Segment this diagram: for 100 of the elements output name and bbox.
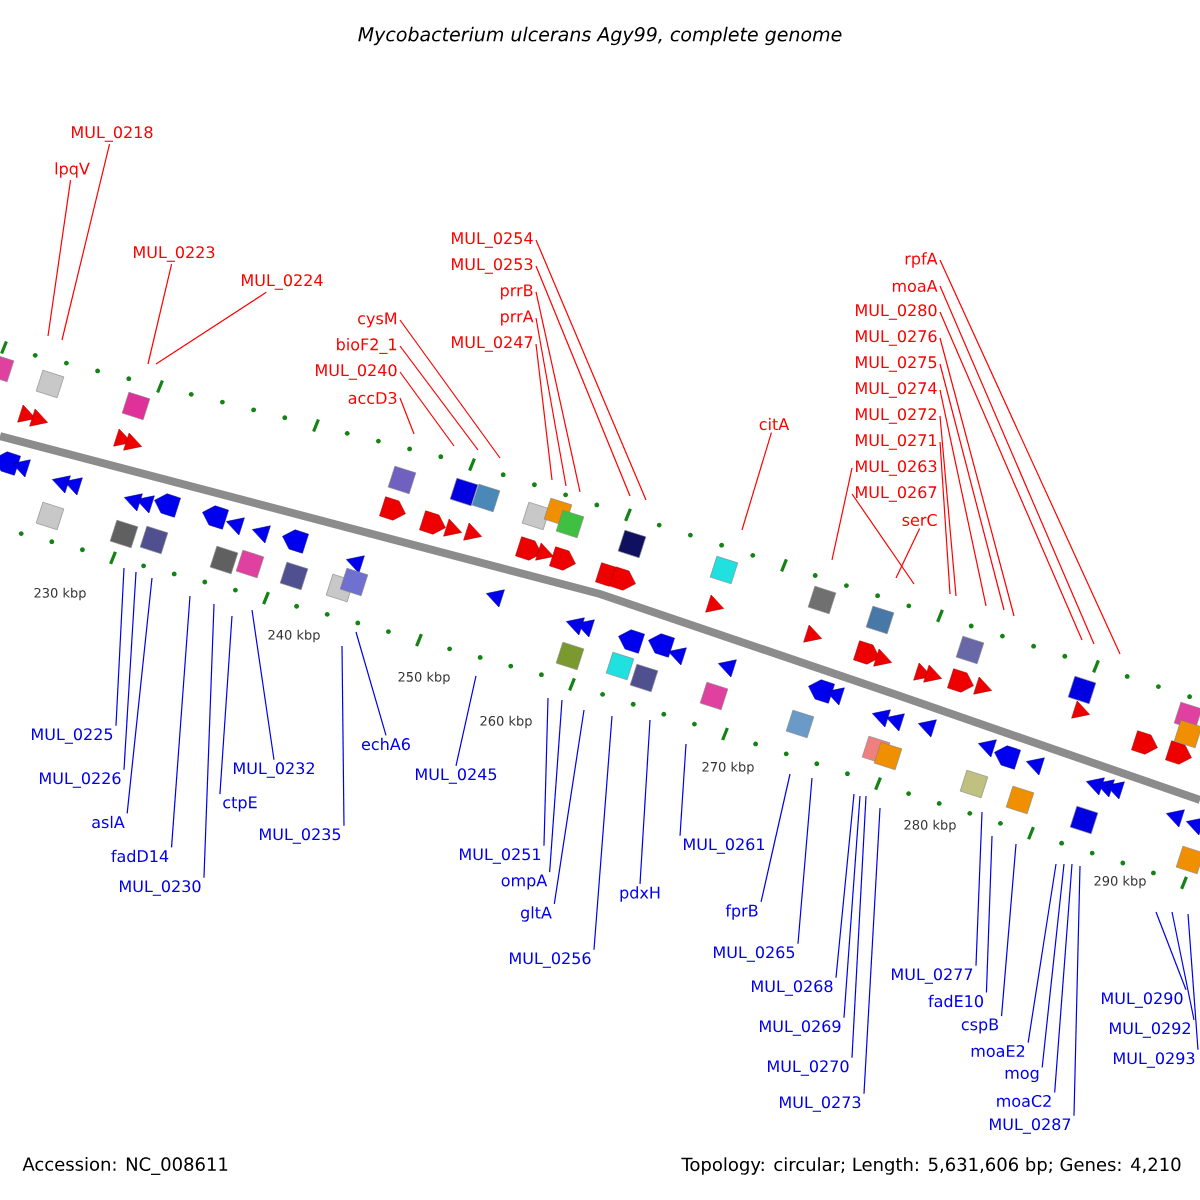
- leader-line: [219, 615, 233, 795]
- leader-line: [760, 773, 791, 903]
- leader-line: [939, 285, 1095, 645]
- gene-label: MUL_0271: [856, 434, 937, 450]
- gene-label: serC: [902, 513, 937, 527]
- gene-label: echA6: [361, 737, 410, 751]
- gene-label: MUL_0290: [1102, 992, 1183, 1008]
- gene-label: MUL_0263: [856, 460, 937, 476]
- leader-line: [593, 715, 613, 951]
- gene-label: moaC2: [997, 1094, 1051, 1108]
- gene-label: MUL_0235: [260, 828, 341, 844]
- gene-label: MUL_0218: [72, 126, 153, 142]
- gene-label: mog: [1005, 1069, 1039, 1083]
- gene-label: rpfA: [905, 252, 938, 268]
- leader-line: [126, 577, 153, 814]
- leader-line: [61, 143, 111, 341]
- leader-line: [455, 675, 477, 767]
- leader-line: [939, 337, 1015, 617]
- leader-line: [1000, 843, 1017, 1017]
- gene-label: bioF2_1: [337, 338, 397, 354]
- leader-line: [535, 343, 553, 481]
- leader-line: [399, 371, 455, 447]
- gene-label: MUL_0273: [780, 1096, 861, 1112]
- leader-line: [543, 697, 549, 847]
- gene-label: prrA: [501, 310, 534, 326]
- gene-label: MUL_0245: [416, 768, 497, 784]
- gene-label: MUL_0274: [856, 382, 937, 398]
- gene-label: cspB: [961, 1018, 998, 1034]
- leader-line: [203, 603, 215, 879]
- leader-line: [939, 415, 957, 597]
- gene-label: citA: [759, 417, 790, 431]
- leader-line: [797, 777, 813, 945]
- leader-line: [535, 291, 581, 493]
- leader-line: [939, 311, 1083, 641]
- leader-line: [679, 743, 687, 837]
- gene-label: MUL_0256: [510, 952, 591, 968]
- gene-label: moaA: [892, 280, 938, 292]
- gene-label: fadD14: [111, 849, 169, 863]
- leader-line: [147, 263, 173, 365]
- leader-line: [939, 363, 1005, 611]
- gene-label: MUL_0275: [856, 356, 937, 372]
- leader-line: [939, 259, 1121, 655]
- leader-line: [1054, 863, 1073, 1094]
- gene-label: MUL_0276: [856, 330, 937, 346]
- gene-label: fprB: [725, 904, 758, 920]
- gene-label: ctpE: [223, 796, 257, 812]
- leader-line: [1027, 863, 1057, 1044]
- leader-line: [851, 493, 915, 585]
- leader-line: [170, 595, 191, 848]
- leader-line: [1041, 863, 1065, 1069]
- leader-line: [843, 795, 861, 1019]
- leader-line: [895, 527, 921, 579]
- gene-label: MUL_0230: [120, 880, 201, 896]
- gene-label: MUL_0265: [714, 946, 795, 962]
- leader-line: [155, 291, 267, 365]
- gene-label: gltA: [520, 906, 552, 922]
- leader-line: [851, 795, 867, 1059]
- leader-line: [939, 441, 951, 595]
- footer-text: Topology: circular; Length: 5,631,606 bp; Genes: 4,210: [681, 1157, 1181, 1175]
- gene-label: MUL_0272: [856, 408, 936, 424]
- leader-line: [939, 389, 987, 607]
- gene-label: MUL_0225: [32, 728, 113, 744]
- gene-label: cysM: [358, 312, 397, 328]
- gene-label: MUL_0253: [452, 258, 533, 274]
- leader-line: [115, 567, 125, 727]
- gene-label: fadE10: [928, 994, 983, 1008]
- leader-line: [535, 265, 631, 497]
- gene-label: MUL_0287: [990, 1118, 1071, 1134]
- gene-label: MUL_0270: [768, 1060, 849, 1076]
- leader-line: [549, 699, 563, 873]
- gene-label: MUL_0251: [460, 848, 541, 864]
- leader-line: [639, 719, 651, 885]
- leader-line: [835, 793, 855, 979]
- gene-label: prrB: [501, 284, 533, 300]
- gene-label: MUL_0280: [856, 304, 937, 320]
- leader-line: [1073, 865, 1081, 1117]
- leader-line: [123, 571, 137, 771]
- gene-label: MUL_0232: [234, 762, 314, 778]
- footer-text: Accession: NC_008611: [22, 1157, 228, 1175]
- gene-label: aslA: [92, 815, 125, 829]
- leader-line: [399, 319, 501, 459]
- leader-line: [399, 345, 479, 451]
- gene-label: moaE2: [971, 1044, 1025, 1058]
- gene-label: lpqV: [55, 162, 90, 178]
- gene-label: MUL_0223: [134, 246, 215, 262]
- gene-label: MUL_0247: [452, 336, 533, 352]
- gene-label: MUL_0293: [1114, 1052, 1195, 1068]
- leader-line: [1187, 913, 1199, 1051]
- gene-label: MUL_0254: [452, 232, 533, 248]
- leader-line: [399, 397, 415, 435]
- gene-label: ompA: [501, 874, 548, 890]
- gene-label: MUL_0269: [760, 1020, 841, 1036]
- leader-line: [741, 431, 772, 531]
- gene-label: MUL_0292: [1110, 1022, 1190, 1038]
- gene-label: MUL_0277: [892, 968, 973, 984]
- leader-line: [341, 645, 345, 827]
- leader-line: [985, 835, 993, 993]
- gene-label: MUL_0268: [752, 980, 833, 996]
- leader-line: [1171, 911, 1195, 1021]
- leader-line: [553, 709, 585, 905]
